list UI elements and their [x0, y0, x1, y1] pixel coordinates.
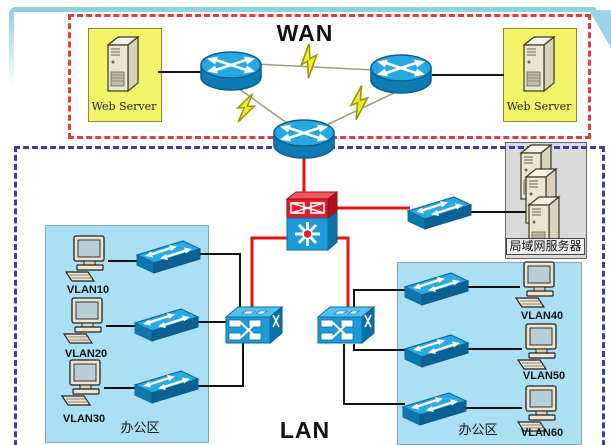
link-sw3-dist-left	[197, 342, 244, 387]
web-server-right-icon	[523, 36, 555, 92]
card-top-edge	[10, 7, 596, 12]
lightning-bolt-icon	[295, 41, 324, 80]
link-router-right-edge	[315, 92, 395, 131]
server-switch-icon	[406, 195, 473, 231]
link-core-dist-left	[250, 236, 288, 308]
core-multilayer-switch-icon	[285, 190, 339, 252]
pc-vlan10-icon	[65, 235, 105, 282]
wan-router-right-icon	[369, 53, 433, 95]
lightning-bolt-icon	[347, 84, 372, 121]
access-switch-vlan40-icon	[403, 271, 470, 307]
link-router-left-right	[253, 63, 375, 71]
link-dist-right-sw4	[353, 289, 407, 310]
wan-zone-title: WAN	[276, 20, 334, 46]
pc-vlan30-icon	[61, 359, 101, 406]
distribution-switch-left-icon	[225, 306, 283, 344]
distribution-switch-right-icon	[317, 306, 375, 344]
page-curl-corner	[589, 10, 611, 48]
web-server-right-label: Web Server	[506, 100, 572, 113]
lan-links	[104, 71, 528, 409]
card-left-edge	[9, 9, 14, 87]
vlan20-label: VLAN20	[64, 348, 108, 360]
wan-router-left-icon	[199, 50, 263, 92]
access-switch-vlan50-icon	[403, 333, 470, 369]
office-area-left-label: 办公区	[120, 420, 160, 435]
access-switch-vlan30-icon	[133, 369, 200, 405]
vlan50-label: VLAN50	[522, 370, 566, 382]
pc-vlan50-icon	[517, 323, 557, 370]
lan-server-rack-label: 局域网服务器	[506, 238, 585, 256]
access-switch-vlan20-icon	[133, 307, 200, 343]
office-area-right-label: 办公区	[458, 422, 498, 437]
access-switch-vlan60-icon	[401, 391, 468, 427]
vlan30-label: VLAN30	[62, 413, 106, 425]
vlan60-label: VLAN60	[520, 427, 564, 439]
pc-vlan20-icon	[63, 297, 103, 344]
edge-router-icon	[272, 118, 336, 160]
access-switch-vlan10-icon	[135, 239, 202, 275]
link-dist-right-sw6	[343, 344, 405, 405]
web-server-left-icon	[107, 36, 139, 92]
lan-zone-title: LAN	[279, 417, 331, 443]
pc-vlan40-icon	[515, 261, 555, 308]
pc-vlan60-icon	[517, 385, 557, 432]
link-dist-right-sw5	[353, 344, 407, 351]
web-server-left-label: Web Server	[91, 100, 157, 113]
vlan10-label: VLAN10	[66, 284, 110, 296]
link-core-dist-right	[332, 236, 350, 308]
link-sw1-dist-left	[198, 253, 241, 308]
lightning-bolt-icon	[235, 91, 257, 125]
vlan40-label: VLAN40	[520, 310, 564, 322]
